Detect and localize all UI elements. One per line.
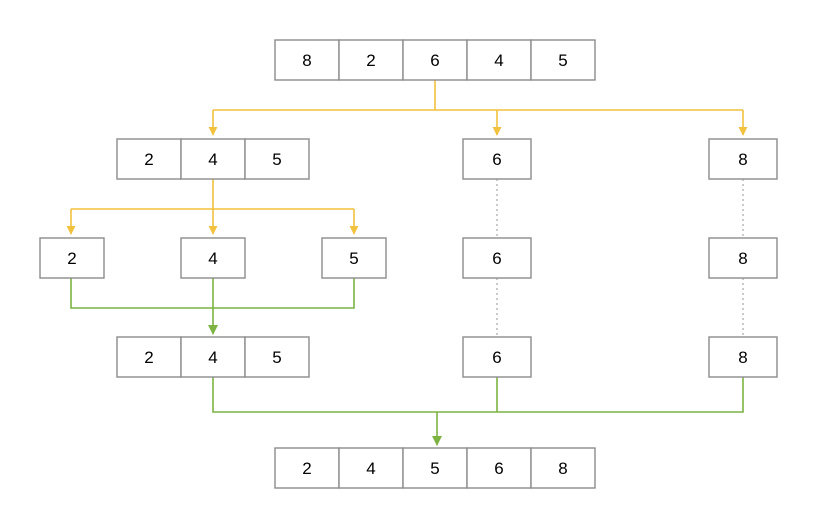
array-cell-box [708, 336, 778, 378]
array-cell-value: 8 [738, 249, 747, 268]
array-cell-value: 5 [272, 348, 281, 367]
array-cell-value: 4 [208, 348, 217, 367]
array-cell: 8 [708, 138, 778, 180]
array-cell: 4 [466, 39, 532, 81]
array-cell: 4 [338, 447, 404, 489]
split-connector-input-trunk [213, 80, 743, 111]
array-cell-value: 2 [302, 459, 311, 478]
array-cell: 8 [708, 237, 778, 279]
merge-connector-leaves [70, 278, 355, 309]
array-cell-box [338, 447, 404, 489]
split-connector-left-trunk [71, 179, 354, 210]
array-split-right: 8 [708, 138, 778, 180]
array-cell-box [244, 138, 310, 180]
array-cell-value: 8 [558, 459, 567, 478]
array-cell-value: 2 [366, 51, 375, 70]
array-cell-value: 5 [272, 150, 281, 169]
array-merged-left: 2 4 5 [116, 336, 310, 378]
array-leaf-1: 2 [39, 237, 105, 279]
array-cell-box [321, 237, 387, 279]
array-cell-box [708, 237, 778, 279]
array-cell-value: 8 [302, 51, 311, 70]
array-cell: 6 [462, 336, 532, 378]
array-cell-value: 4 [208, 249, 217, 268]
array-cell-box [116, 138, 182, 180]
array-cell: 5 [244, 336, 310, 378]
array-output: 2 4 5 6 8 [274, 447, 596, 489]
array-leaf-3: 5 [321, 237, 387, 279]
array-cell-box [402, 447, 468, 489]
array-cell: 4 [180, 237, 246, 279]
array-cell-value: 6 [492, 249, 501, 268]
array-cell-box [462, 336, 532, 378]
array-cell: 8 [274, 39, 340, 81]
array-cell-box [462, 138, 532, 180]
array-cell-box [274, 447, 340, 489]
array-merged-right: 8 [708, 336, 778, 378]
array-cell: 6 [402, 39, 468, 81]
split-connectors [66, 80, 748, 235]
array-cell: 8 [530, 447, 596, 489]
array-cell-box [180, 237, 246, 279]
array-cell: 5 [530, 39, 596, 81]
array-pass-right: 8 [708, 237, 778, 279]
array-cell-value: 2 [144, 348, 153, 367]
array-cell: 6 [462, 237, 532, 279]
array-cell-box [39, 237, 105, 279]
array-cell-box [462, 237, 532, 279]
array-cell-value: 4 [208, 150, 217, 169]
array-cell-box [244, 336, 310, 378]
merge-connector-final [212, 377, 744, 413]
array-cell-box [180, 138, 246, 180]
array-cell: 4 [180, 138, 246, 180]
array-cell-value: 6 [492, 150, 501, 169]
array-cell-value: 4 [494, 51, 503, 70]
array-cell-value: 5 [558, 51, 567, 70]
array-cell-box [116, 336, 182, 378]
array-input: 8 2 6 4 5 [274, 39, 596, 81]
array-cell-box [338, 39, 404, 81]
array-cell-value: 2 [144, 150, 153, 169]
array-cell-value: 6 [430, 51, 439, 70]
array-cell: 2 [274, 447, 340, 489]
array-cell: 2 [116, 138, 182, 180]
merge-connectors [70, 278, 744, 446]
array-cell-value: 5 [430, 459, 439, 478]
array-cell: 2 [116, 336, 182, 378]
array-cell: 6 [462, 138, 532, 180]
array-cell: 2 [338, 39, 404, 81]
array-merged-mid: 6 [462, 336, 532, 378]
pass-through-lines [496, 179, 744, 336]
array-cell-box [530, 39, 596, 81]
array-cell: 2 [39, 237, 105, 279]
array-pass-mid: 6 [462, 237, 532, 279]
array-cell-box [530, 447, 596, 489]
array-split-left: 2 4 5 [116, 138, 310, 180]
array-cell-box [708, 138, 778, 180]
array-cell-value: 6 [494, 459, 503, 478]
array-cell: 5 [321, 237, 387, 279]
array-cell-value: 2 [67, 249, 76, 268]
array-cell-value: 8 [738, 348, 747, 367]
array-leaf-2: 4 [180, 237, 246, 279]
array-cell: 5 [244, 138, 310, 180]
array-cell-value: 5 [349, 249, 358, 268]
array-cell: 6 [466, 447, 532, 489]
array-split-mid: 6 [462, 138, 532, 180]
array-cell-value: 4 [366, 459, 375, 478]
array-cell: 8 [708, 336, 778, 378]
array-cell: 4 [180, 336, 246, 378]
array-cell-box [274, 39, 340, 81]
array-cell-value: 6 [492, 348, 501, 367]
array-cell-box [402, 39, 468, 81]
array-cell-value: 8 [738, 150, 747, 169]
arrays-layer: 8 2 6 4 5 2 4 5 6 8 2 4 5 6 8 2 4 5 6 8 2 4 5 6 8 [39, 39, 778, 489]
array-cell: 5 [402, 447, 468, 489]
